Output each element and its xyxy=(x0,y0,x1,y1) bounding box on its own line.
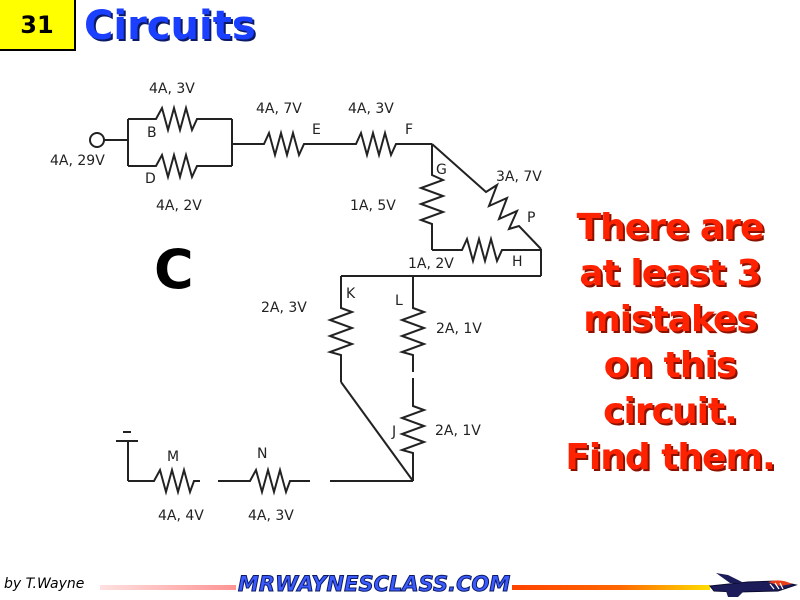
label-b: B xyxy=(147,125,157,141)
label-p-values: 3A, 7V xyxy=(496,169,542,185)
resistor-g xyxy=(418,144,446,250)
resistor-k xyxy=(326,276,355,382)
message-line: mistakes xyxy=(583,299,758,340)
label-h: H xyxy=(512,254,523,270)
resistor-h xyxy=(432,235,541,265)
source-terminal-icon xyxy=(89,132,105,148)
label-l: L xyxy=(395,293,403,309)
resistor-d xyxy=(128,151,232,181)
site-link[interactable]: MRWAYNESCLASS.COM xyxy=(236,572,513,597)
label-f-values: 4A, 3V xyxy=(348,101,394,117)
label-f: F xyxy=(405,122,413,138)
label-m-values: 4A, 4V xyxy=(158,508,204,524)
message-line: at least 3 xyxy=(579,253,761,294)
instructions-message: There are at least 3 mistakes on this ci… xyxy=(540,205,800,481)
label-source: 4A, 29V xyxy=(50,153,105,169)
label-n-values: 4A, 3V xyxy=(248,508,294,524)
label-b-values: 4A, 3V xyxy=(149,81,195,97)
jet-icon xyxy=(709,573,798,597)
resistor-e xyxy=(232,129,345,159)
label-j-values: 2A, 1V xyxy=(435,423,481,439)
label-d: D xyxy=(145,171,156,187)
label-d-values: 4A, 2V xyxy=(156,198,202,214)
label-k: K xyxy=(346,286,356,302)
section-letter: C xyxy=(154,238,194,301)
message-line: circuit. xyxy=(603,391,738,432)
label-e: E xyxy=(312,122,321,138)
label-m: M xyxy=(167,449,179,465)
message-line: on this xyxy=(603,345,738,386)
page-title: Circuits xyxy=(84,3,256,49)
label-k-values: 2A, 3V xyxy=(261,300,307,316)
label-l-values: 2A, 1V xyxy=(436,321,482,337)
author-credit: by T.Wayne xyxy=(4,576,85,592)
label-g-values: 1A, 5V xyxy=(350,198,396,214)
slide-number-box: 31 xyxy=(0,0,76,51)
resistor-n xyxy=(236,466,295,496)
label-j: J xyxy=(391,424,396,440)
label-n: N xyxy=(257,446,267,462)
label-p: P xyxy=(527,210,535,226)
message-line: Find them. xyxy=(565,437,775,478)
message-line: There are xyxy=(576,207,765,248)
resistor-b xyxy=(128,104,232,134)
resistor-p xyxy=(431,143,542,250)
label-e-values: 4A, 7V xyxy=(256,101,302,117)
label-g: G xyxy=(436,162,447,178)
resistor-f xyxy=(345,129,432,159)
label-h-values: 1A, 2V xyxy=(408,256,454,272)
resistor-m xyxy=(128,466,200,496)
resistor-j xyxy=(398,385,427,481)
slide-number: 31 xyxy=(20,10,54,39)
